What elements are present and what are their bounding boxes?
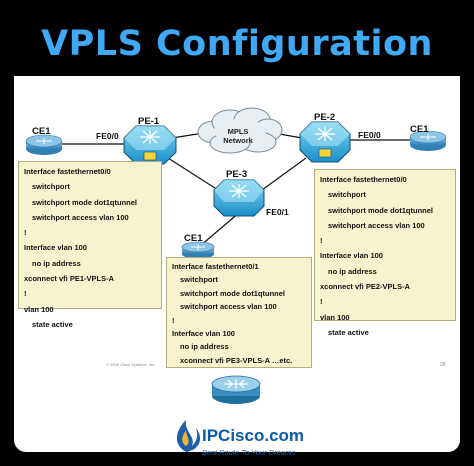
- pe3-interface-label: FE0/1: [266, 207, 289, 217]
- ce1-left-label: CE1: [32, 126, 51, 137]
- pe2-switch-icon: [299, 121, 351, 163]
- config-line: !: [24, 289, 27, 299]
- ce1-right-label: CE1: [410, 124, 429, 135]
- config-line: state active: [32, 319, 73, 329]
- mpls-label-line1: MPLS: [227, 127, 249, 136]
- config-line: switchport: [180, 275, 218, 285]
- brand-tagline: Best Route To Your Dreams: [202, 448, 295, 457]
- pe3-label: PE-3: [226, 169, 248, 180]
- config-line: switchport: [328, 190, 366, 200]
- config-line: xconnect vfi PE2-VPLS-A: [320, 282, 411, 292]
- mpls-cloud-label: MPLS Network: [218, 127, 258, 145]
- link-pe1-pe3: [167, 157, 219, 191]
- link-pe2-pe3: [261, 157, 307, 191]
- config-line: !: [320, 236, 323, 246]
- config-line: Interface vlan 100: [172, 329, 235, 339]
- link-pe3-ce1: [199, 211, 241, 247]
- pe2-config-box: Interface fastethernet0/0 switchport swi…: [314, 169, 456, 337]
- config-line: !: [24, 228, 27, 238]
- ipcisco-router-logo-icon: [211, 375, 261, 404]
- config-line: switchport: [32, 182, 70, 192]
- config-line: Interface fastethernet0/1: [172, 262, 259, 271]
- pe1-interface-label: FE0/0: [96, 131, 119, 141]
- config-line: Interface vlan 100: [320, 251, 383, 261]
- pe1-label: PE-1: [138, 116, 160, 127]
- ce1-bottom-label: CE1: [184, 233, 203, 244]
- config-line: Interface vlan 100: [24, 243, 87, 253]
- brand-name: IPCisco.com: [202, 426, 305, 445]
- config-line: xconnect vfi PE1-VPLS-A: [24, 274, 115, 284]
- config-line: no ip address: [328, 266, 377, 276]
- config-line: switchport mode dot1qtunnel: [180, 288, 285, 298]
- config-line: vlan 100: [24, 304, 54, 314]
- ce1-bottom-router-icon: [181, 241, 215, 259]
- config-line: Interface fastethernet0/0: [320, 175, 407, 184]
- mpls-label-line2: Network: [223, 136, 253, 145]
- config-line: state active: [328, 327, 369, 337]
- pe1-config-box: Interface fastethernet0/0 switchport swi…: [18, 161, 162, 329]
- config-line: switchport mode dot1qtunnel: [328, 205, 433, 215]
- pe3-config-box: Interface fastethernet0/1 switchport swi…: [166, 257, 312, 368]
- slide-copyright: © 2006 Cisco Systems, Inc.: [106, 362, 156, 367]
- config-line: no ip address: [32, 258, 81, 268]
- config-line: xconnect vfi PE3-VPLS-A …etc.: [180, 355, 293, 365]
- slide-page-number: 28: [440, 362, 446, 368]
- ce1-right-router-icon: [409, 130, 447, 151]
- pe3-switch-icon: [213, 179, 265, 217]
- mpls-cloud: [197, 107, 283, 154]
- ce1-left-router-icon: [25, 134, 63, 155]
- pe2-interface-label: FE0/0: [358, 130, 381, 140]
- config-line: vlan 100: [320, 312, 350, 322]
- config-line: !: [172, 315, 175, 325]
- config-line: no ip address: [180, 342, 229, 352]
- page-title: VPLS Configuration: [41, 24, 433, 64]
- pe2-label: PE-2: [314, 112, 336, 123]
- config-line: switchport access vlan 100: [32, 212, 129, 222]
- ipcisco-flame-icon: [176, 420, 201, 452]
- config-line: switchport access vlan 100: [180, 302, 277, 312]
- config-line: !: [320, 297, 323, 307]
- title-bar: VPLS Configuration: [14, 14, 460, 74]
- config-line: switchport mode dot1qtunnel: [32, 197, 137, 207]
- pe1-switch-icon: [123, 125, 177, 165]
- config-line: switchport access vlan 100: [328, 220, 425, 230]
- config-line: Interface fastethernet0/0: [24, 167, 111, 176]
